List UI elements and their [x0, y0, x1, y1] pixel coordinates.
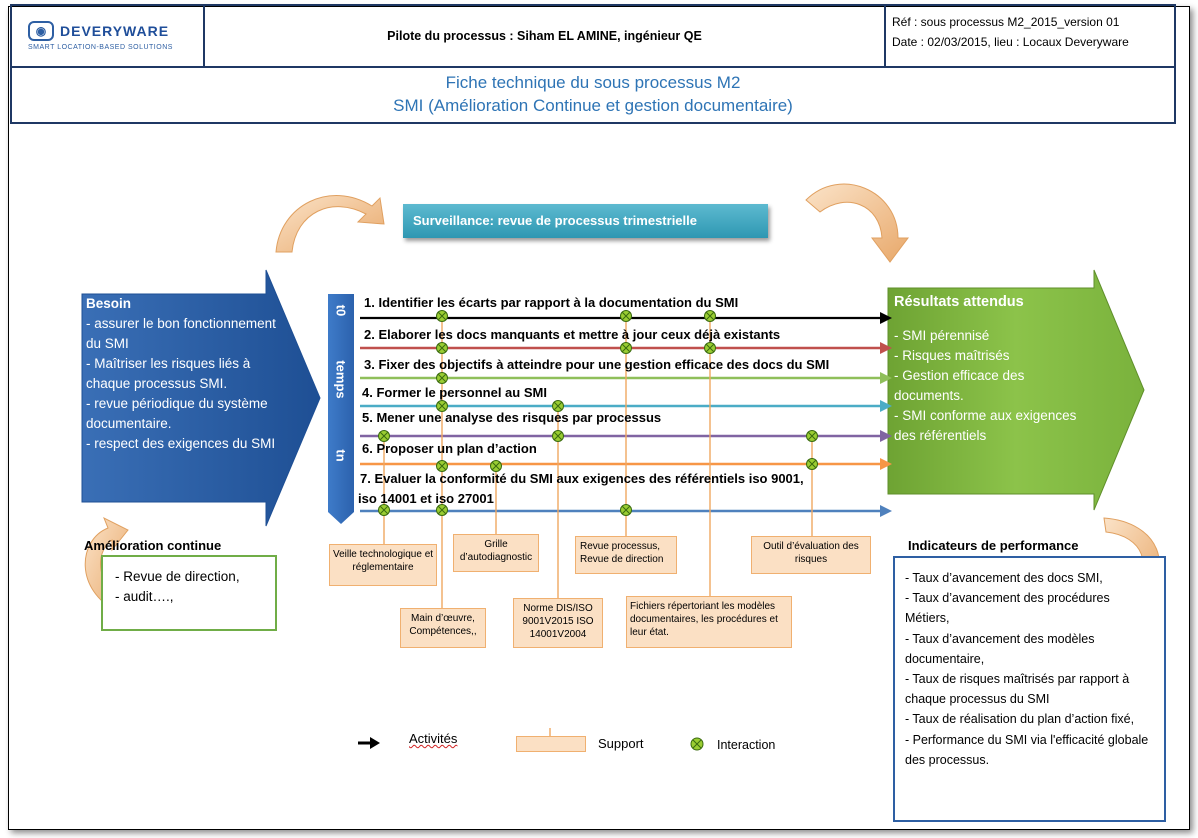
indicateurs-title: Indicateurs de performance [908, 538, 1079, 553]
indicateurs-box: - Taux d’avancement des docs SMI, - Taux… [893, 556, 1166, 822]
activity-7-cont: iso 14001 et iso 27001 [358, 491, 494, 506]
legend-activites-label: Activités [409, 731, 458, 746]
besoin-arrow [81, 269, 321, 527]
ref-cell: Réf : sous processus M2_2015_version 01 … [886, 6, 1174, 66]
interaction-icon [436, 342, 448, 354]
interaction-markers [378, 310, 818, 516]
support-outil: Outil d’évaluation des risques [751, 536, 871, 574]
logo-mark-icon: ◉ [28, 21, 54, 41]
support-veille: Veille technologique et réglementaire [329, 544, 437, 586]
interaction-icon [552, 400, 564, 412]
besoin-line: - revue périodique du système documentai… [86, 396, 268, 431]
amelioration-line: - Revue de direction, [115, 569, 240, 584]
activity-6: 6. Proposer un plan d’action [362, 441, 537, 456]
indicateur-line: - Taux d’avancement des procédures Métie… [905, 591, 1110, 626]
surveillance-text: revue de processus trimestrielle [497, 213, 697, 228]
title-box: Fiche technique du sous processus M2 SMI… [10, 66, 1176, 124]
legend-support-swatch [516, 736, 586, 752]
interaction-icon [436, 400, 448, 412]
interaction-icon [552, 430, 564, 442]
resultats-line: - SMI pérennisé [894, 328, 990, 343]
resultats-line: - SMI conforme aux exigences des référen… [894, 408, 1077, 443]
interaction-icon [436, 460, 448, 472]
resultats-line: - Gestion efficace des documents. [894, 368, 1025, 403]
pilot-cell: Pilote du processus : Siham EL AMINE, in… [205, 6, 886, 66]
interaction-icon [806, 430, 818, 442]
activity-1: 1. Identifier les écarts par rapport à l… [364, 295, 739, 310]
interaction-icon [620, 504, 632, 516]
support-revue: Revue processus, Revue de direction [575, 536, 677, 574]
interaction-icon [436, 310, 448, 322]
besoin-line: - Maîtriser les risques liés à chaque pr… [86, 356, 251, 391]
logo-cell: ◉ DEVERYWARE SMART LOCATION-BASED SOLUTI… [12, 6, 205, 66]
legend-activites: Activités [409, 731, 457, 746]
interaction-icon [378, 430, 390, 442]
date-text: Date : 02/03/2015, lieu : Locaux Deveryw… [892, 35, 1129, 49]
timeline-temps: temps [333, 360, 349, 399]
interaction-icon [704, 342, 716, 354]
indicateur-line: - Performance du SMI via l'efficacité gl… [905, 732, 1149, 767]
resultats-arrow [887, 269, 1145, 511]
title-line-2: SMI (Amélioration Continue et gestion do… [393, 96, 793, 115]
timebar-arrow [328, 294, 354, 524]
logo: ◉ DEVERYWARE [28, 21, 203, 41]
support-grille: Grille d’autodiagnostic [453, 534, 539, 572]
interaction-icon [806, 458, 818, 470]
amelioration-line: - audit…., [115, 589, 174, 604]
indicateur-line: - Taux d’avancement des modèles document… [905, 631, 1095, 666]
indicateur-line: - Taux de réalisation du plan d’action f… [905, 712, 1135, 727]
curved-arrow-top-left [275, 195, 385, 253]
indicateur-line: - Taux de risques maîtrisés par rapport … [905, 672, 1130, 707]
interaction-icon [490, 460, 502, 472]
timeline-tn: tn [333, 449, 349, 462]
activity-4: 4. Former le personnel au SMI [362, 385, 547, 400]
interaction-icon [704, 310, 716, 322]
support-fichiers: Fichiers répertoriant les modèles docume… [626, 596, 792, 648]
timeline-t0: t0 [333, 304, 349, 317]
resultats-text: Résultats attendus - SMI pérennisé - Ris… [894, 292, 1084, 446]
resultats-line: - Risques maîtrisés [894, 348, 1010, 363]
activity-3: 3. Fixer des objectifs à atteindre pour … [364, 357, 830, 372]
besoin-text: Besoin - assurer le bon fonctionnement d… [86, 294, 276, 454]
header-table: ◉ DEVERYWARE SMART LOCATION-BASED SOLUTI… [10, 4, 1176, 68]
interaction-icon [620, 310, 632, 322]
support-main-oeuvre: Main d’œuvre, Compétences,, [400, 608, 486, 648]
besoin-line: - assurer le bon fonctionnement du SMI [86, 316, 276, 351]
title-line-1: Fiche technique du sous processus M2 [445, 73, 741, 92]
amelioration-box: - Revue de direction, - audit…., [101, 555, 277, 631]
legend-support: Support [598, 736, 644, 751]
besoin-title: Besoin [86, 296, 132, 311]
activity-5: 5. Mener une analyse des risques par pro… [362, 410, 662, 425]
legend-activity-arrow-icon [358, 737, 380, 749]
activity-7: 7. Evaluer la conformité du SMI aux exig… [360, 471, 804, 486]
amelioration-title: Amélioration continue [84, 538, 222, 553]
interaction-icon [620, 342, 632, 354]
ref-text: Réf : sous processus M2_2015_version 01 [892, 15, 1120, 29]
logo-tagline: SMART LOCATION-BASED SOLUTIONS [28, 44, 173, 51]
interaction-icon [378, 504, 390, 516]
interaction-icon [436, 372, 448, 384]
besoin-line: - respect des exigences du SMI [86, 436, 276, 451]
indicateur-line: - Taux d’avancement des docs SMI, [905, 571, 1103, 585]
interaction-icon [436, 504, 448, 516]
legend-interaction-icon [690, 737, 704, 751]
activity-2: 2. Elaborer les docs manquants et mettre… [364, 327, 781, 342]
legend-interaction: Interaction [717, 738, 776, 752]
support-norme: Norme DIS/ISO 9001V2015 ISO 14001V2004 [513, 598, 603, 648]
surveillance-label: Surveillance: [413, 213, 494, 228]
surveillance-box: Surveillance: revue de processus trimest… [403, 204, 768, 238]
curved-arrow-top-right [805, 183, 909, 263]
resultats-title: Résultats attendus [894, 294, 1024, 310]
logo-name: DEVERYWARE [60, 23, 170, 39]
